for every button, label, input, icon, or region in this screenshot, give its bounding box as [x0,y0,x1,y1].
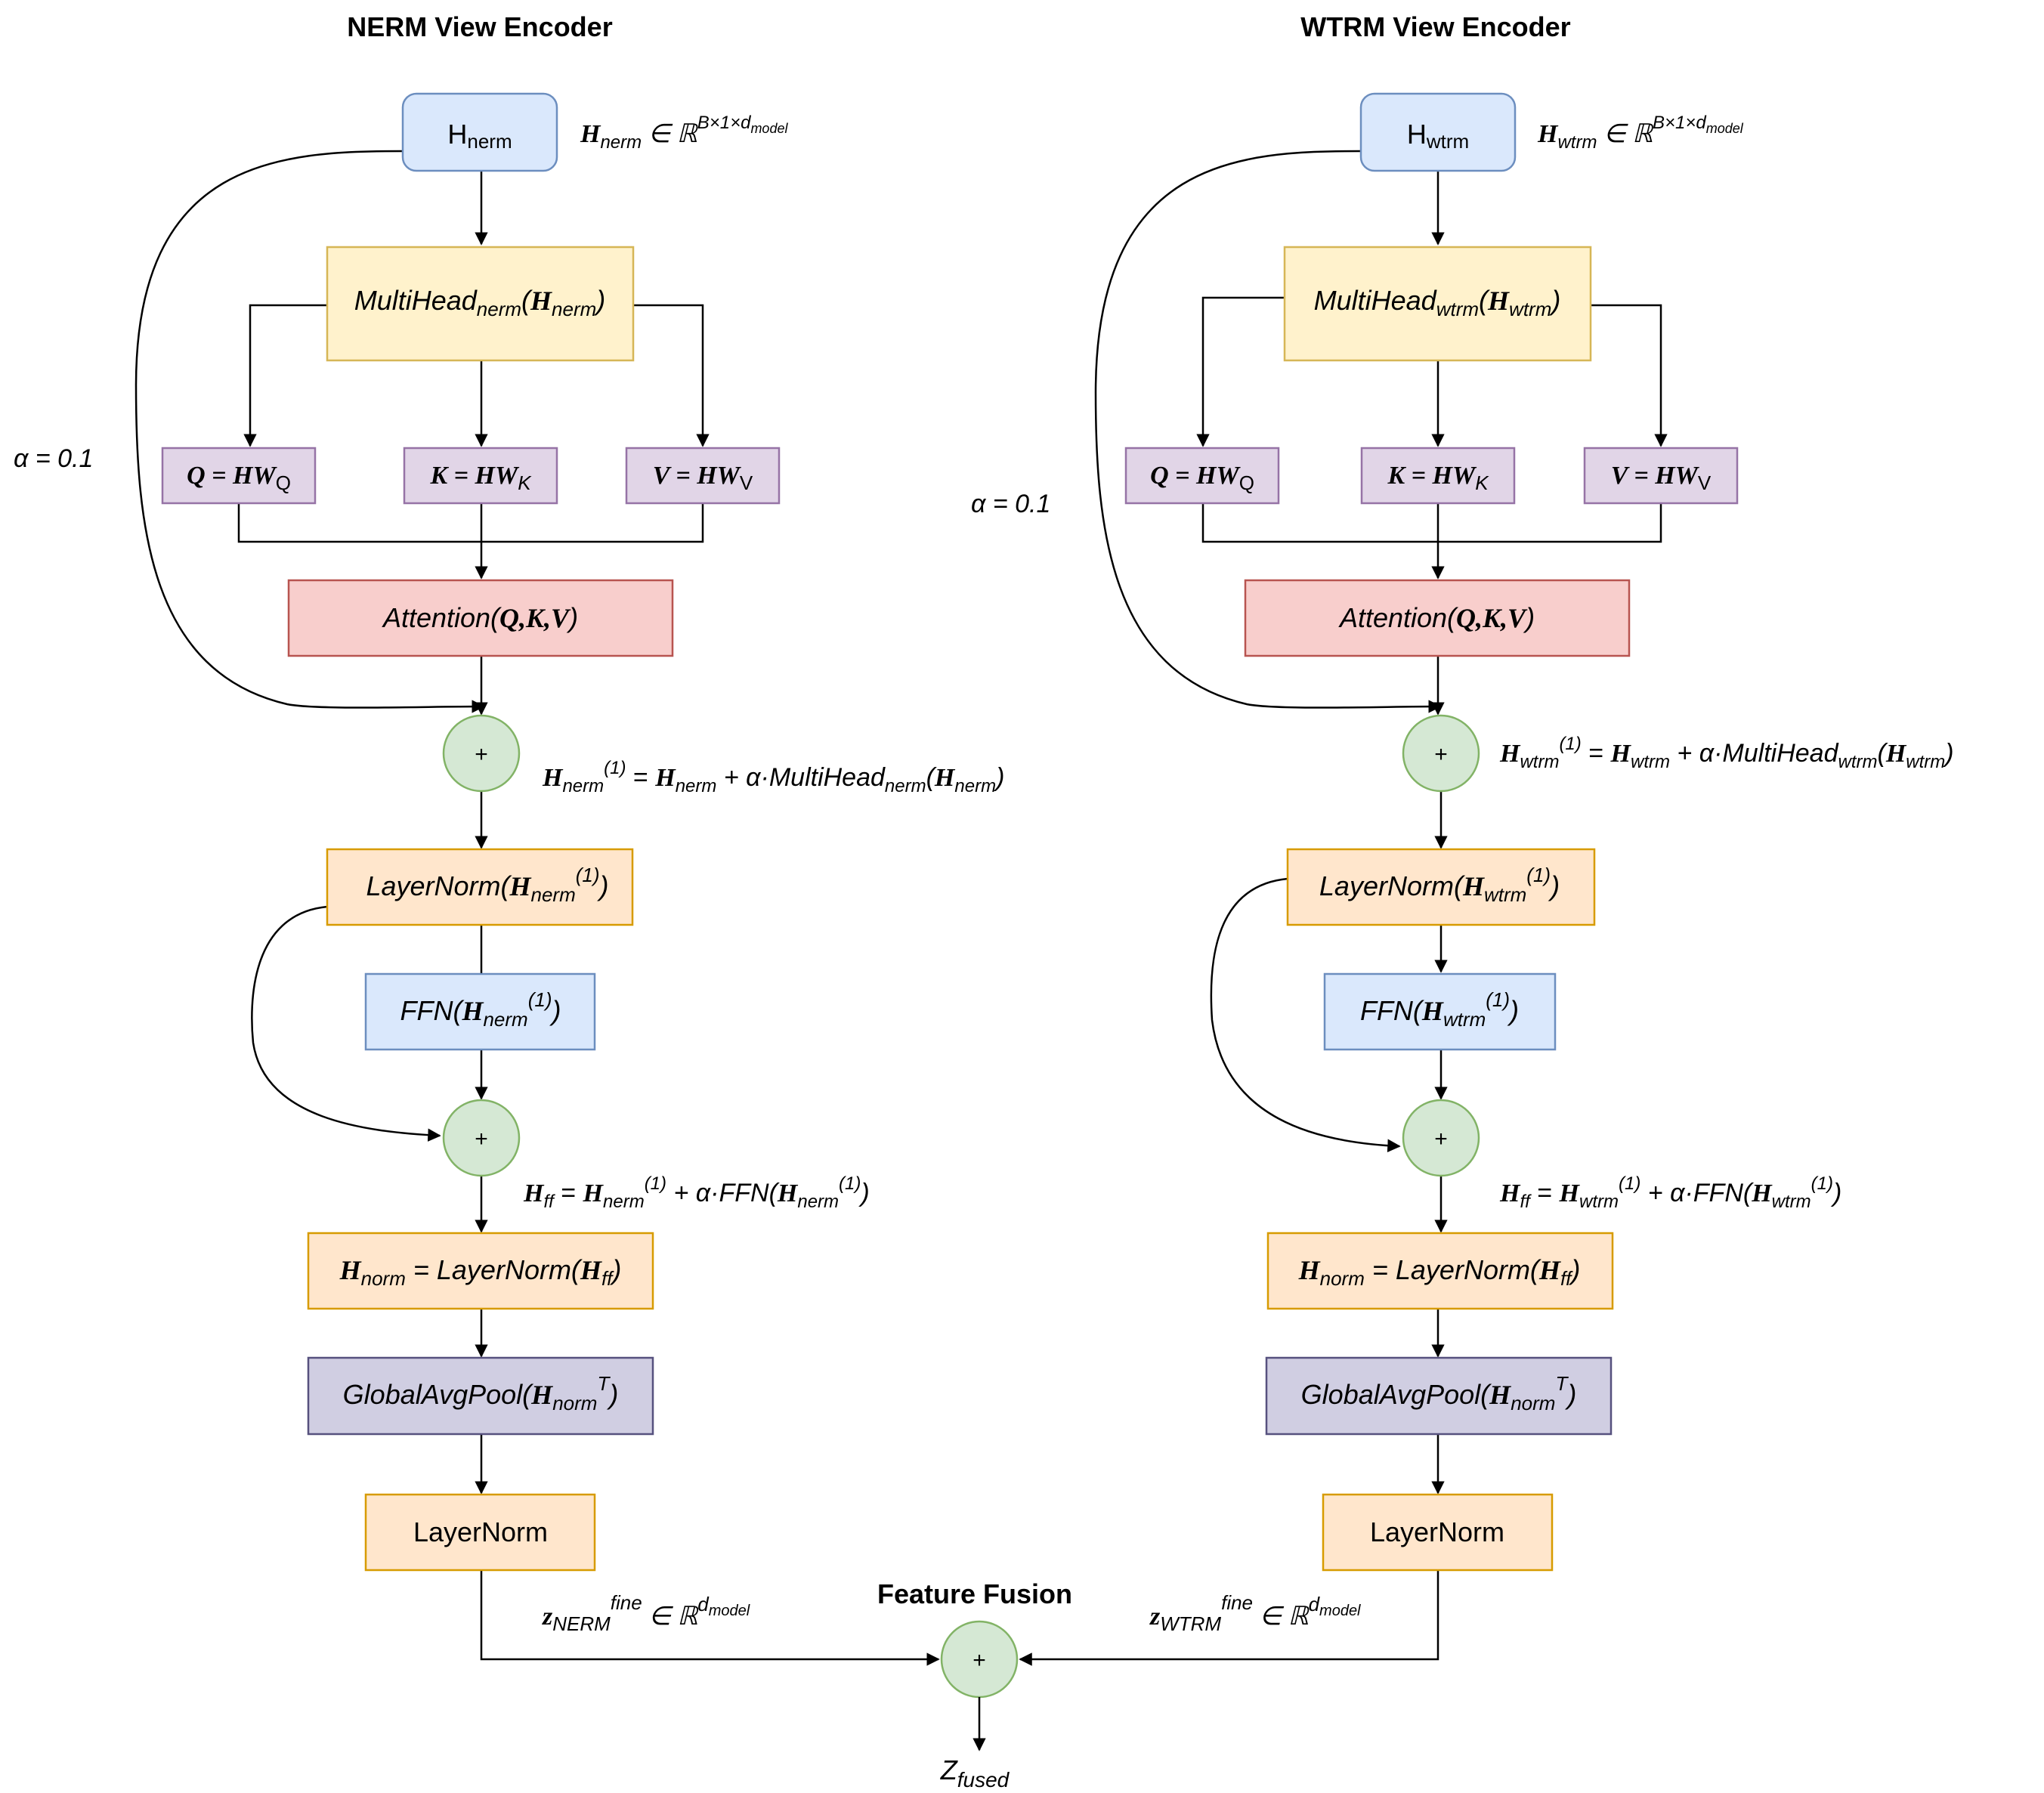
nerm-arrow-to-v [633,304,710,447]
feature-fusion: Feature Fusion + Zfused [877,1578,1072,1791]
nerm-q-label: Q = HWQ [187,462,291,494]
wtrm-ffn-label: FFN(Hwtrm(1)) [1360,988,1519,1031]
wtrm-connectors [1019,150,1668,1666]
wtrm-skip-ffn [1210,877,1401,1153]
nerm-skip-alpha [135,150,485,713]
wtrm-multihead-label: MultiHeadwtrm(Hwtrm) [1314,285,1561,320]
wtrm-arrow-to-fusion [1019,1570,1439,1666]
wtrm-q-label: Q = HWQ [1150,462,1254,494]
wtrm-z-label: zWTRMfine ∈ ℝdmodel [1149,1591,1361,1635]
wtrm-multihead-box [1283,246,1592,362]
nerm-layernorm2-label: LayerNorm [413,1516,548,1547]
wtrm-add-node-2 [1402,1099,1480,1177]
nerm-multihead-label: MultiHeadnerm(Hnerm) [354,285,606,320]
wtrm-v-box [1583,447,1739,505]
wtrm-add-symbol-1: + [1434,742,1448,767]
nerm-input-shape: Hnerm ∈ ℝB×1×dmodel [580,113,788,153]
nerm-ffn-box [364,972,596,1051]
wtrm-input-box [1359,92,1517,172]
nerm-alpha-label: α = 0.1 [14,444,93,473]
wtrm-input-shape: Hwtrm ∈ ℝB×1×dmodel [1537,113,1744,153]
nerm-add-node-2 [442,1099,521,1177]
wtrm-layernorm2-box [1322,1493,1554,1572]
wtrm-skip-alpha [1094,150,1442,713]
wtrm-encoder: WTRM View Encoder Hwtrm Hwtrm ∈ ℝB×1×dmo… [971,11,1954,1666]
wtrm-alpha-label: α = 0.1 [971,490,1050,518]
nerm-attention-label: Attention(Q,K,V) [382,602,578,633]
nerm-add-symbol-1: + [475,742,488,767]
nerm-v-box [625,447,781,505]
wtrm-pool-box [1265,1356,1613,1436]
nerm-arrow-to-q [243,304,327,447]
nerm-pool-label: GlobalAvgPool(HnormT) [343,1372,619,1414]
wtrm-pool-label: GlobalAvgPool(HnormT) [1301,1372,1577,1414]
wtrm-arrow-to-q [1196,296,1285,447]
wtrm-k-box [1360,447,1516,505]
fusion-output-label: Zfused [940,1754,1010,1791]
wtrm-qkv-merge [1201,503,1662,543]
wtrm-attention-label: Attention(Q,K,V) [1338,602,1535,633]
nerm-z-label: zNERMfine ∈ ℝdmodel [542,1591,750,1635]
nerm-norm-label: Hnorm = LayerNorm(Hff) [339,1254,622,1290]
nerm-add-symbol-2: + [475,1127,488,1152]
nerm-k-label: K = HWK [429,462,532,494]
wtrm-input-label: Hwtrm [1407,119,1469,153]
nerm-arrow-to-fusion [480,1570,940,1666]
nerm-qkv-merge [237,503,704,543]
nerm-attention-box [287,579,674,657]
wtrm-norm-box [1266,1232,1614,1310]
fusion-title: Feature Fusion [877,1578,1072,1609]
wtrm-layernorm2-label: LayerNorm [1370,1516,1504,1547]
wtrm-layernorm1-box [1286,848,1596,926]
wtrm-residual2-equation: Hff = Hwtrm(1) + α·FFN(Hwtrm(1)) [1499,1173,1841,1212]
nerm-q-box [161,447,317,505]
wtrm-attention-box [1244,579,1631,657]
nerm-k-box [403,447,558,505]
nerm-residual1-equation: Hnerm(1) = Hnerm + α·MultiHeadnerm(Hnerm… [542,758,1004,796]
nerm-input-label: Hnerm [447,119,512,153]
wtrm-add-node-1 [1402,714,1480,793]
wtrm-title: WTRM View Encoder [1300,11,1570,42]
fusion-add-symbol: + [973,1648,986,1673]
nerm-multihead-box [326,246,635,362]
nerm-layernorm1-label: LayerNorm(Hnerm(1)) [366,864,608,906]
nerm-layernorm2-box [364,1493,596,1572]
nerm-encoder: NERM View Encoder Hnerm Hnerm ∈ ℝB×1×dmo… [14,11,1004,1666]
nerm-v-label: V = HWV [653,462,753,494]
wtrm-norm-label: Hnorm = LayerNorm(Hff) [1298,1254,1581,1290]
wtrm-ffn-box [1323,972,1557,1051]
nerm-input-box [401,92,558,172]
wtrm-v-label: V = HWV [1611,462,1712,494]
nerm-add-node-1 [442,714,521,793]
wtrm-add-symbol-2: + [1434,1127,1448,1152]
nerm-title: NERM View Encoder [347,11,612,42]
wtrm-arrow-to-v [1591,304,1668,447]
nerm-pool-box [307,1356,654,1436]
nerm-skip-ffn [251,905,441,1142]
wtrm-residual1-equation: Hwtrm(1) = Hwtrm + α·MultiHeadwtrm(Hwtrm… [1499,734,1954,772]
wtrm-layernorm1-label: LayerNorm(Hwtrm(1)) [1319,864,1560,906]
nerm-connectors [135,150,940,1666]
nerm-residual2-equation: Hff = Hnerm(1) + α·FFN(Hnerm(1)) [523,1173,870,1212]
wtrm-q-box [1124,447,1280,505]
nerm-norm-box [307,1232,654,1310]
nerm-ffn-label: FFN(Hnerm(1)) [400,988,561,1031]
nerm-layernorm1-box [326,848,634,926]
wtrm-k-label: K = HWK [1387,462,1489,494]
